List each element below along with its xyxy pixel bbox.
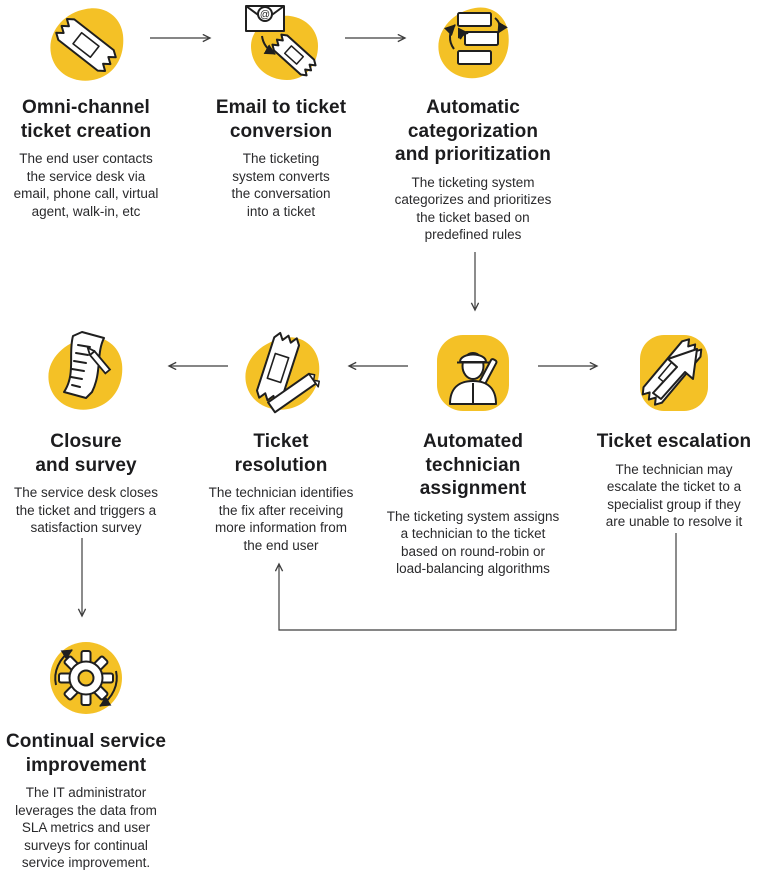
step-description: The end user contacts the service desk v… bbox=[13, 151, 159, 219]
step-title: Email to ticket conversion bbox=[215, 97, 347, 142]
step-title: Ticket resolution bbox=[234, 431, 328, 476]
gear-cycle-icon bbox=[0, 630, 172, 726]
step-ticket-escalation: Ticket escalation The technician may esc… bbox=[584, 320, 764, 531]
step-closure-survey: Closure and survey The service desk clos… bbox=[0, 320, 172, 537]
step-email-conversion: @ Email to ticket conversion The ticketi… bbox=[191, 0, 371, 220]
step-description: The technician may escalate the ticket t… bbox=[605, 461, 743, 530]
step-continual-improvement: Continual service improvement The IT adm… bbox=[0, 630, 172, 872]
step-description: The service desk closes the ticket and t… bbox=[13, 485, 159, 535]
email-to-ticket-icon: @ bbox=[191, 0, 371, 88]
step-omni-channel: Omni-channel ticket creation The end use… bbox=[0, 0, 172, 220]
step-description: The technician identifies the fix after … bbox=[208, 485, 354, 553]
step-title: Closure and survey bbox=[35, 431, 137, 476]
step-title: Omni-channel ticket creation bbox=[20, 97, 152, 142]
ticket-icon bbox=[0, 0, 172, 88]
categorization-icon bbox=[372, 0, 574, 88]
svg-text:@: @ bbox=[260, 10, 270, 21]
step-description: The ticketing system converts the conver… bbox=[231, 151, 331, 219]
step-title: Automatic categorization and prioritizat… bbox=[395, 97, 551, 165]
technician-icon bbox=[371, 322, 575, 424]
step-title: Ticket escalation bbox=[596, 431, 752, 452]
ticket-escalation-icon bbox=[584, 322, 764, 424]
step-description: The IT administrator leverages the data … bbox=[15, 785, 157, 870]
step-ticket-resolution: Ticket resolution The technician identif… bbox=[191, 320, 371, 554]
step-title: Continual service improvement bbox=[5, 731, 167, 776]
step-description: The ticketing system assigns a technicia… bbox=[386, 508, 560, 577]
step-description: The ticketing system categorizes and pri… bbox=[394, 174, 552, 243]
step-technician-assignment: Automated technician assignment The tick… bbox=[371, 320, 575, 578]
survey-icon bbox=[0, 322, 172, 424]
ticket-resolution-icon bbox=[191, 322, 371, 424]
step-categorization: Automatic categorization and prioritizat… bbox=[372, 0, 574, 244]
step-title: Automated technician assignment bbox=[419, 431, 527, 499]
